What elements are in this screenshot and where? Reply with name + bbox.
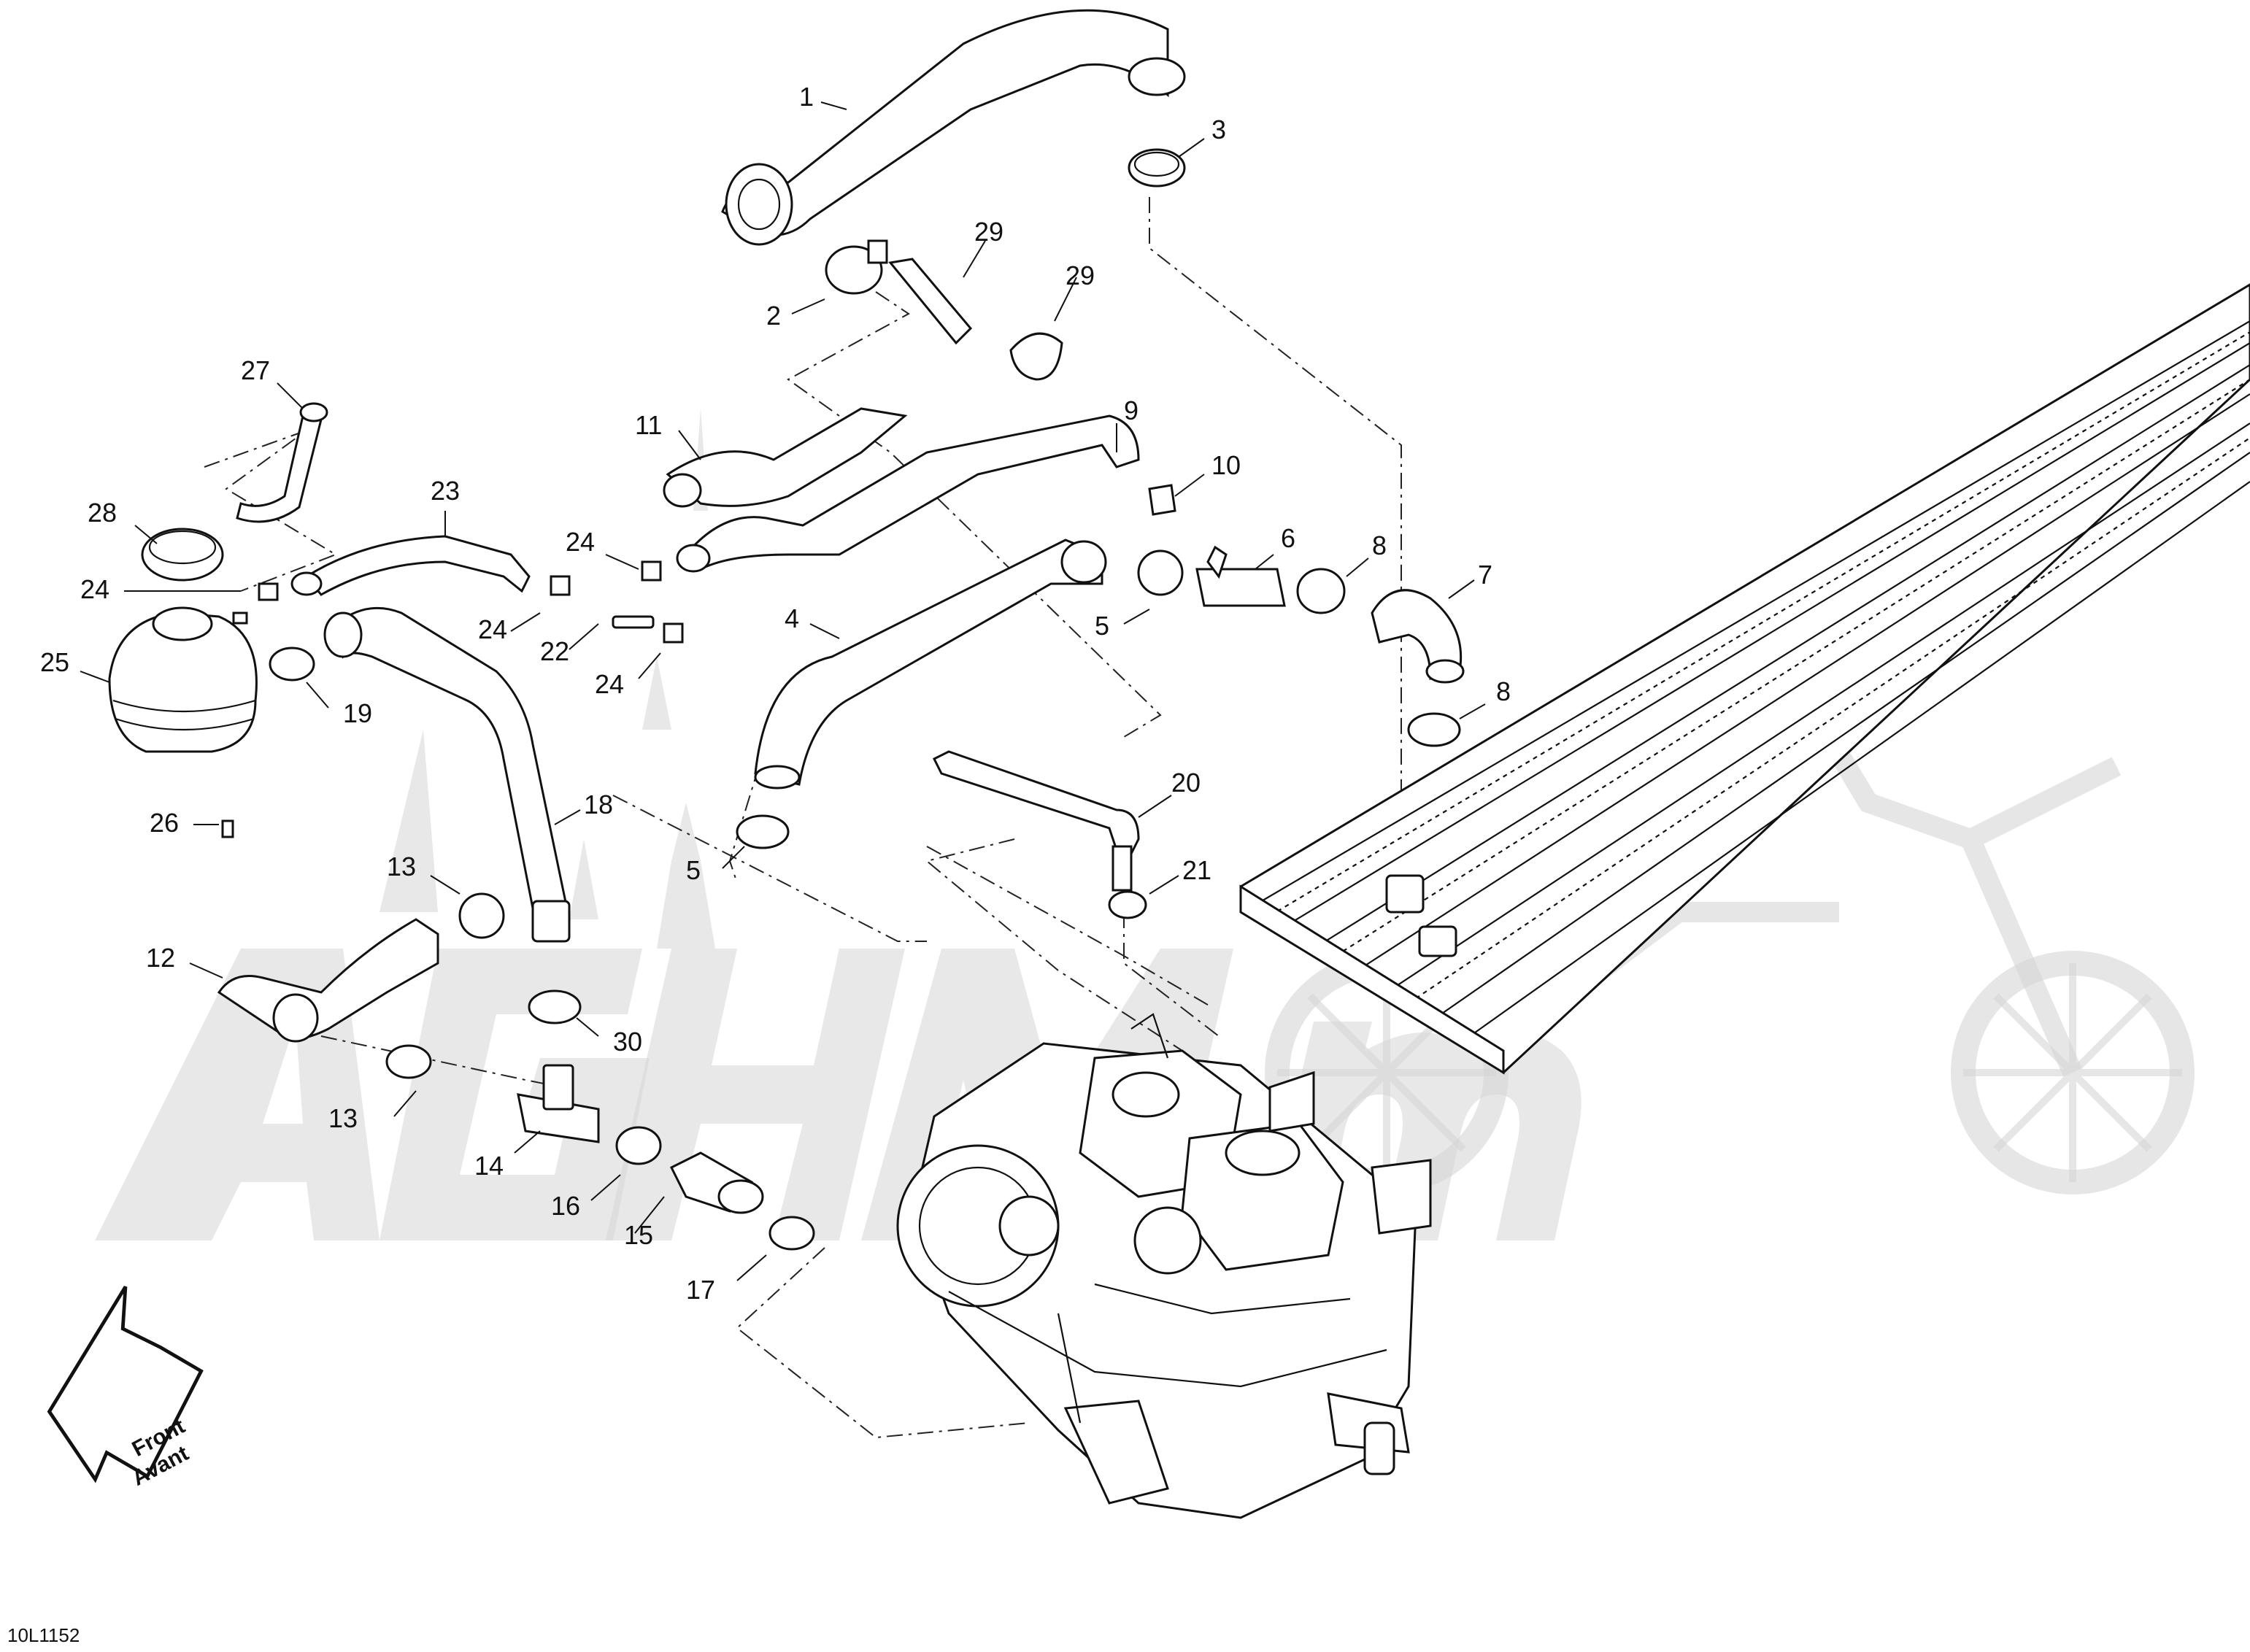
callout-13a: 13	[387, 852, 416, 881]
callout-29a: 29	[974, 217, 1003, 247]
callout-24b: 24	[478, 614, 507, 644]
callout-18: 18	[584, 790, 613, 819]
clamp-19	[269, 646, 315, 682]
callout-30: 30	[613, 1027, 642, 1057]
callout-11: 11	[635, 410, 662, 440]
callout-22: 22	[540, 636, 569, 666]
callout-5a: 5	[1095, 611, 1109, 641]
callout-19: 19	[343, 698, 372, 728]
elbow-6	[1195, 545, 1286, 607]
callout-9: 9	[1124, 395, 1139, 425]
callout-8a: 8	[1372, 530, 1387, 560]
callout-24d: 24	[595, 669, 624, 699]
clamp-16	[615, 1126, 662, 1165]
hose-23	[290, 535, 531, 596]
engine	[896, 1013, 1432, 1519]
callout-17: 17	[686, 1275, 715, 1305]
hose-15	[669, 1151, 764, 1214]
pipe-27	[236, 402, 328, 523]
clamp-8b	[1407, 712, 1461, 747]
callout-15: 15	[624, 1220, 653, 1250]
clamp-17	[768, 1216, 815, 1251]
clamp-21	[1108, 890, 1147, 919]
leader-lines	[80, 101, 1486, 1281]
tee-14	[517, 1064, 600, 1143]
clamp-30	[528, 989, 582, 1024]
elbow-7	[1371, 589, 1465, 684]
callout-6: 6	[1281, 523, 1295, 553]
callout-3: 3	[1211, 115, 1226, 144]
fitting-10	[1148, 484, 1176, 516]
callout-24a: 24	[80, 574, 109, 604]
callout-23: 23	[431, 476, 460, 506]
reservoir-25	[108, 606, 258, 753]
hose-20	[932, 750, 1140, 892]
callout-29b: 29	[1066, 260, 1095, 290]
hose-18	[323, 606, 571, 943]
callout-25: 25	[40, 647, 69, 677]
callout-labels: 1 2 3 4 5 5 6 7 8 8 9 10 11 12 13 13 14 …	[40, 82, 1511, 1305]
callout-27: 27	[241, 355, 270, 385]
callout-21: 21	[1182, 855, 1211, 885]
callout-26: 26	[150, 808, 179, 838]
callout-10: 10	[1211, 450, 1241, 480]
hose-9	[676, 414, 1140, 573]
callout-2: 2	[766, 301, 781, 331]
hose-11	[663, 407, 908, 508]
callout-5b: 5	[686, 855, 701, 885]
gasket-29b	[1009, 332, 1063, 381]
clamp-3	[1128, 148, 1186, 188]
clamp-13a	[458, 892, 505, 939]
hose-4	[754, 539, 1107, 790]
callout-20: 20	[1171, 768, 1201, 798]
callout-16: 16	[551, 1191, 580, 1221]
clamp-5b	[736, 814, 790, 849]
connection-lines	[204, 197, 1402, 1439]
callout-24c: 24	[566, 527, 595, 557]
front-direction-arrow: Front Avant	[47, 1286, 204, 1491]
callout-14: 14	[474, 1151, 504, 1181]
clamp-13b	[385, 1044, 432, 1079]
hose-12	[217, 918, 439, 1043]
callout-1: 1	[799, 82, 814, 112]
clamp-8a	[1296, 568, 1346, 614]
callout-13b: 13	[328, 1103, 358, 1133]
callout-7: 7	[1478, 560, 1492, 590]
clamp-5a	[1137, 549, 1184, 596]
callout-8b: 8	[1496, 676, 1511, 706]
clamp-2	[825, 239, 888, 295]
callout-4: 4	[785, 603, 799, 633]
callout-12: 12	[146, 943, 175, 973]
hose-1	[721, 9, 1186, 246]
reference-code: 10L1152	[7, 1624, 80, 1646]
callout-28: 28	[88, 498, 117, 528]
heat-exchanger	[1239, 283, 2250, 1075]
gasket-29a	[888, 258, 973, 345]
fittings-24-22	[221, 560, 684, 838]
cap-28	[141, 528, 224, 582]
